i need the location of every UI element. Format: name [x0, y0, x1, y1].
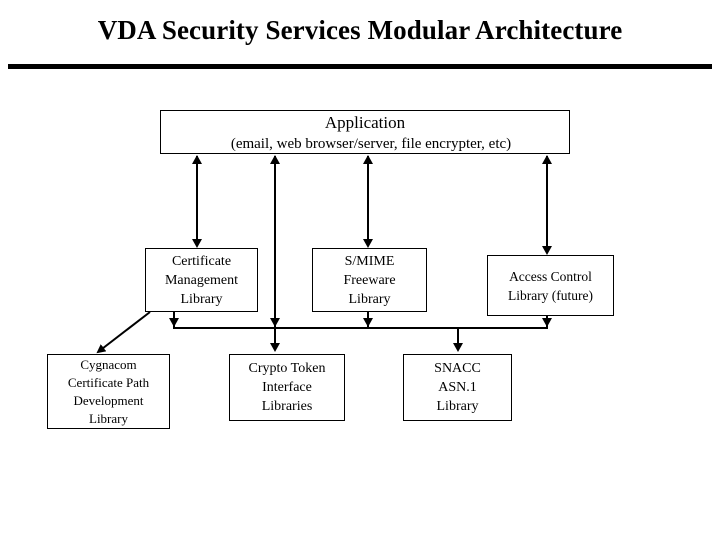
- connector-bus-snacc-line: [457, 329, 459, 349]
- title-divider: [8, 64, 712, 69]
- node-cygnacom-line-4: Library: [89, 410, 128, 426]
- connector-application-access-control-arrowhead-down: [542, 246, 552, 255]
- connector-application-certificate-management-arrowhead-down: [192, 239, 202, 248]
- node-application[interactable]: Application (email, web browser/server, …: [160, 110, 570, 154]
- node-smime-line-2: Freeware: [343, 272, 396, 288]
- node-crypto-token-line-3: Libraries: [261, 399, 313, 414]
- node-certificate-management-line-3: Library: [180, 291, 223, 307]
- node-crypto-token-interface-libraries[interactable]: Crypto Token Interface Libraries: [229, 354, 345, 421]
- node-certificate-management-line-2: Management: [164, 272, 239, 288]
- node-access-control-library[interactable]: Access Control Library (future): [487, 255, 614, 316]
- connector-smime-bus-arrowhead: [363, 318, 373, 327]
- connector-bus-crypto-token-line: [274, 329, 276, 349]
- connector-application-access-control-line: [546, 156, 548, 253]
- connector-application-certificate-management-arrowhead-up: [192, 155, 202, 164]
- node-smime-line-3: Library: [348, 291, 391, 307]
- node-smime-line-1: S/MIME: [344, 253, 395, 269]
- connector-application-crypto-token-line: [274, 156, 276, 328]
- node-cygnacom-line-2: Certificate Path: [67, 374, 150, 390]
- node-application-subtitle: (email, web browser/server, file encrypt…: [230, 136, 512, 152]
- node-application-title: Application: [324, 113, 406, 132]
- connector-application-smime-arrowhead-down: [363, 239, 373, 248]
- connector-application-smime-line: [367, 156, 369, 246]
- node-certificate-management-line-1: Certificate: [171, 253, 232, 269]
- page-title: VDA Security Services Modular Architectu…: [97, 15, 623, 45]
- node-snacc-line-2: ASN.1: [438, 380, 477, 395]
- connector-application-crypto-token-arrowhead-bus: [270, 318, 280, 327]
- node-crypto-token-line-2: Interface: [262, 380, 312, 395]
- node-snacc-line-3: Library: [436, 399, 479, 414]
- connector-certificate-management-cygnacom: [40, 300, 170, 360]
- connector-application-certificate-management-line: [196, 156, 198, 246]
- connector-application-access-control-arrowhead-up: [542, 155, 552, 164]
- connector-bus-crypto-token-arrowhead: [270, 343, 280, 352]
- node-access-control-line-2: Library (future): [507, 287, 594, 303]
- node-snacc-asn1-library[interactable]: SNACC ASN.1 Library: [403, 354, 512, 421]
- connector-bus-snacc-arrowhead: [453, 343, 463, 352]
- node-smime-freeware-library[interactable]: S/MIME Freeware Library: [312, 248, 427, 312]
- node-access-control-line-1: Access Control: [509, 268, 592, 284]
- node-certificate-management-library[interactable]: Certificate Management Library: [145, 248, 258, 312]
- connector-certificate-management-bus-arrowhead: [169, 318, 179, 327]
- node-cygnacom-certificate-path-development-library[interactable]: Cygnacom Certificate Path Development Li…: [47, 354, 170, 429]
- diagonal-arrow-icon: [96, 311, 151, 354]
- node-snacc-line-1: SNACC: [434, 361, 481, 376]
- connector-application-smime-arrowhead-up: [363, 155, 373, 164]
- connector-application-crypto-token-arrowhead-up: [270, 155, 280, 164]
- node-cygnacom-line-3: Development: [73, 392, 144, 408]
- connector-horizontal-bus: [173, 327, 548, 329]
- connector-access-control-bus-arrowhead: [542, 318, 552, 327]
- node-crypto-token-line-1: Crypto Token: [248, 361, 326, 376]
- node-cygnacom-line-1: Cygnacom: [80, 356, 137, 372]
